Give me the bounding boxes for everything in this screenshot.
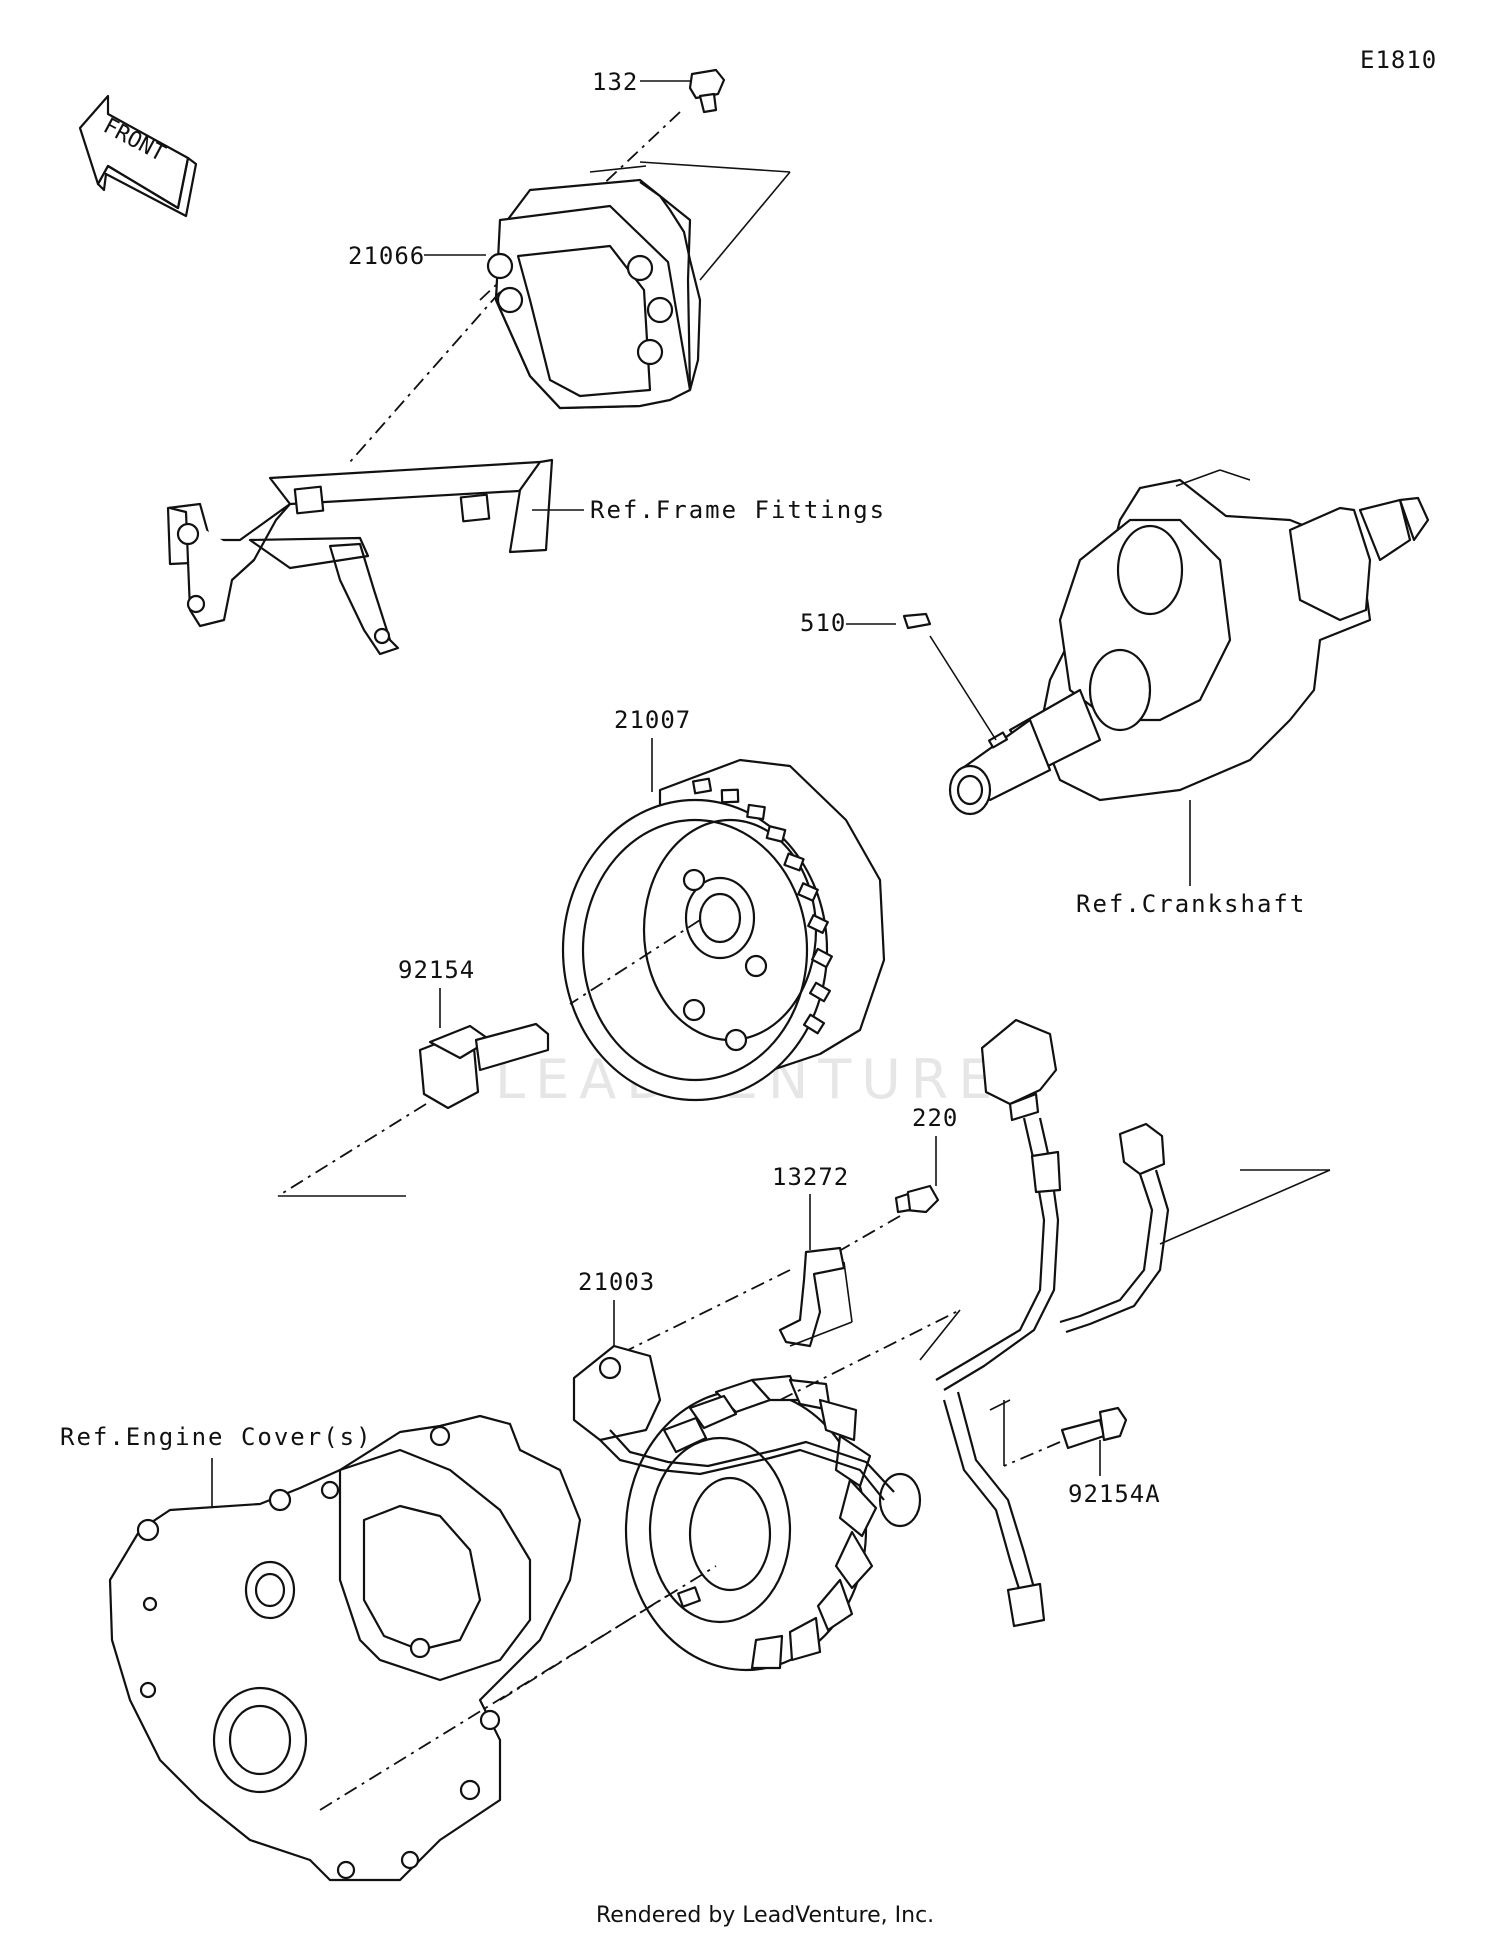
footer-credit: Rendered by LeadVenture, Inc. [596, 1903, 934, 1928]
ref-label-frame-fittings: Ref.Frame Fittings [590, 496, 886, 524]
axis-92154a-tick [989, 1399, 1011, 1411]
front-arrow-icon: FRONT [78, 94, 198, 218]
frame-bracket [166, 458, 554, 656]
part-label-92154a: 92154A [1068, 1480, 1161, 1508]
axis-13272 [619, 1269, 791, 1355]
axis-stator [779, 1309, 961, 1401]
callout-engine-cover: Ref.Engine Cover(s) [60, 1423, 373, 1508]
part-label-21066: 21066 [348, 242, 425, 270]
part-label-220: 220 [912, 1104, 958, 1132]
ref-label-crankshaft: Ref.Crankshaft [1076, 890, 1306, 918]
callout-crankshaft: Ref.Crankshaft [1076, 800, 1306, 918]
stator-21003: 21003 [572, 1268, 895, 1672]
diagram-code: E1810 [1360, 46, 1437, 74]
axis-92154 [277, 1103, 427, 1197]
axis-21066 [349, 291, 501, 463]
rotor-magnets [691, 777, 833, 1035]
bolt-92154: 92154 [398, 956, 550, 1110]
bolt-132 [688, 68, 726, 114]
part-label-21003: 21003 [578, 1268, 655, 1296]
part-label-13272: 13272 [772, 1163, 849, 1191]
axis-engine-cover-2 [499, 1593, 671, 1701]
part-label-132: 132 [592, 68, 638, 96]
part-label-510: 510 [800, 609, 846, 637]
callout-frame-fittings: Ref.Frame Fittings [532, 496, 886, 524]
axis-stator-end [919, 1309, 961, 1361]
part-label-92154: 92154 [398, 956, 475, 984]
callout-510: 510 [800, 609, 997, 741]
axis-right-diag [1159, 1169, 1331, 1245]
bolt-92154a: 92154A [1060, 1406, 1161, 1508]
plate-13272: 13272 [772, 1163, 853, 1348]
stator-poles [662, 1374, 878, 1670]
engine-cover [108, 1414, 582, 1882]
regulator-21066: 21066 [348, 161, 791, 410]
screw-220: 220 [894, 1104, 958, 1214]
rotor-21007: 21007 [561, 706, 886, 1102]
ref-label-engine-cover: Ref.Engine Cover(s) [60, 1423, 373, 1451]
axis-92154a [1003, 1441, 1061, 1467]
crankshaft [948, 469, 1430, 816]
axis-rotor [569, 919, 701, 1005]
stator-wire-harness [878, 1018, 1170, 1628]
part-label-21007: 21007 [614, 706, 691, 734]
callout-132: 132 [592, 68, 690, 96]
